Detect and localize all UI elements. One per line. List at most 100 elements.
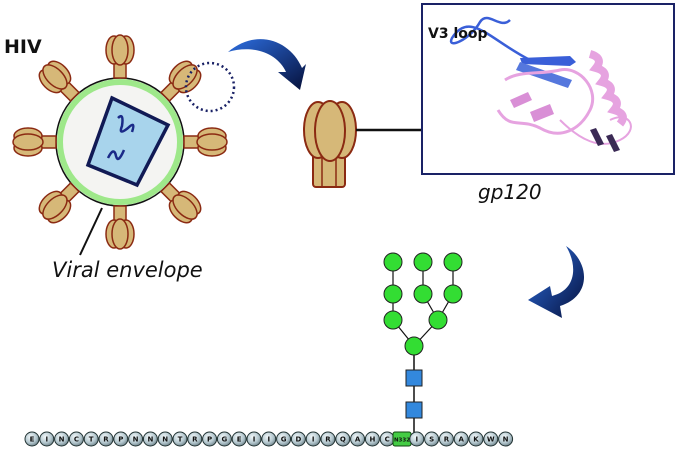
residue-label: R [192,436,198,444]
residue-bead: N [142,431,158,447]
residue-bead: I [409,431,425,447]
residue-label: G [222,436,228,444]
residue-bead: G [216,431,232,447]
residue-label: S [429,436,434,444]
residue-bead: C [68,431,84,447]
glycosylation-site: N332 [392,431,412,447]
envelope-spike [159,181,202,224]
gp120-ribbon-structure [449,16,632,152]
residue-label: E [237,436,242,444]
membrane-layer [57,79,183,205]
residue-label: K [473,436,479,444]
residue-label: H [369,436,375,444]
residue-label: C [385,436,390,444]
glcnac-square [405,369,423,387]
hiv-label: HIV [4,36,42,58]
residue-label: I [312,436,315,444]
residue-bead: I [261,431,277,447]
residue-bead: W [483,431,499,447]
residue-label: N332 [394,438,410,444]
residue-bead: R [320,431,336,447]
residue-bead: D [290,431,306,447]
residue-bead: N [128,431,144,447]
residue-bead: T [172,431,188,447]
envelope-spike [183,127,228,157]
residue-bead: H [364,431,380,447]
residue-bead: I [305,431,321,447]
mannose-circle [443,284,463,304]
envelope-spike [12,127,57,157]
residue-bead: E [231,431,247,447]
glycan-tree [383,252,463,440]
residue-bead: N [157,431,173,447]
residue-label: P [118,436,123,444]
rna-strand-1 [117,115,135,133]
glcnac-square [405,401,423,419]
viral-envelope-label: Viral envelope [52,258,203,282]
mannose-circle [383,310,403,330]
residue-label: R [325,436,331,444]
residue-label: R [103,436,109,444]
hiv-virion [12,34,236,256]
arrow-to-spike-icon [228,39,306,90]
rna-strand-2 [106,149,126,161]
residue-label: A [458,436,464,444]
mannose-circle [443,252,463,272]
residue-bead: N [498,431,514,447]
residue-label: I [253,436,256,444]
envelope-spike [38,60,81,103]
envelope-spike [38,181,81,224]
residue-bead: G [276,431,292,447]
residue-label: I [267,436,270,444]
residue-label: E [30,436,35,444]
residue-label: P [207,436,212,444]
residue-bead: A [350,431,366,447]
residue-label: N [503,436,509,444]
envelope-spike [105,34,135,79]
residue-label: I [415,436,418,444]
residue-bead: E [24,431,40,447]
gp120-spike-enlarged [303,100,421,188]
mannose-circle [383,252,403,272]
gp120-label: gp120 [478,180,542,204]
gp120-structure-panel [421,3,675,175]
residue-label: C [74,436,79,444]
residue-label: A [355,436,361,444]
mannose-circle [413,284,433,304]
residue-bead: R [438,431,454,447]
residue-label: Q [340,436,346,444]
v3-loop-label: V3 loop [428,26,488,42]
mannose-circle [413,252,433,272]
highlight-circle [184,61,236,113]
residue-label: N [147,436,153,444]
residue-label: N [162,436,168,444]
residue-label: D [295,436,301,444]
residue-label: I [45,436,48,444]
residue-bead: K [468,431,484,447]
residue-bead: P [202,431,218,447]
mannose-circle [428,310,448,330]
residue-label: T [178,436,183,444]
residue-bead: N [54,431,70,447]
residue-label: N [59,436,65,444]
residue-bead: S [424,431,440,447]
residue-label: W [487,436,495,444]
envelope-spike [105,205,135,250]
mannose-circle [383,284,403,304]
residue-label: G [281,436,287,444]
envelope-pointer-line [79,207,103,256]
residue-label: T [89,436,94,444]
residue-bead: P [113,431,129,447]
residue-bead: I [39,431,55,447]
capsid [85,95,171,188]
residue-bead: T [83,431,99,447]
residue-bead: A [453,431,469,447]
residue-bead: R [187,431,203,447]
residue-label: N [133,436,139,444]
residue-bead: R [98,431,114,447]
mannose-circle [404,336,424,356]
residue-bead: C [379,431,395,447]
residue-label: R [444,436,450,444]
